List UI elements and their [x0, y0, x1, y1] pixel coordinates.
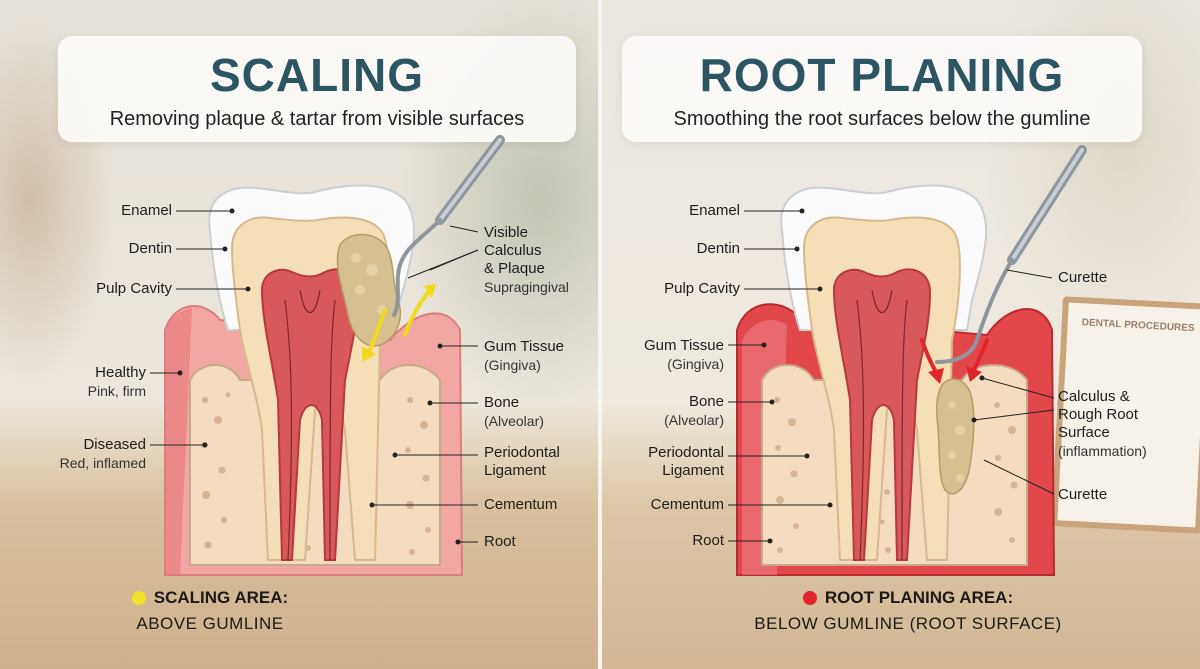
- leader-dots-left: [177, 208, 251, 448]
- root-planing-legend-title: ROOT PLANING AREA:: [824, 588, 1014, 607]
- arrow-head-left: [928, 368, 944, 384]
- pulp-cavity: [832, 268, 932, 561]
- label-gum-tissue-title: Gum Tissue: [643, 337, 724, 354]
- label-healthy-title: Healthy: [95, 364, 146, 381]
- scaling-title: SCALING: [210, 49, 424, 101]
- label-visible-calculus-line3: & Plaque: [484, 260, 545, 277]
- label-healthy-sub: Pink, firm: [87, 383, 146, 399]
- scaling-panel: SCALING Removing plaque & tartar from vi…: [0, 0, 598, 669]
- label-diseased: Diseased Red, inflamed: [30, 436, 146, 472]
- label-diseased-sub: Red, inflamed: [59, 455, 146, 471]
- arrow-head-right: [966, 366, 982, 382]
- label-curette-bottom: Curette: [1058, 486, 1108, 503]
- arrow-head-down: [362, 346, 376, 362]
- label-periodontal-ligament: Periodontal Ligament: [612, 444, 724, 480]
- label-bone-title: Bone: [688, 393, 724, 410]
- root-planing-panel: DENTAL PROCEDURES ROOT PLANING Smoothing…: [602, 0, 1200, 669]
- scaling-legend-head: SCALING AREA:: [131, 588, 289, 608]
- leader-dots-left: [761, 208, 833, 544]
- leader-dots-right: [369, 343, 461, 545]
- root-planing-title: ROOT PLANING: [699, 49, 1065, 101]
- leader-lines-right: [372, 225, 479, 543]
- calculus: [336, 233, 401, 347]
- pulp-nerves: [284, 289, 336, 561]
- label-pulp-cavity: Pulp Cavity: [96, 280, 172, 297]
- label-diseased-title: Diseased: [83, 436, 146, 453]
- label-visible-calculus-line1: Visible: [484, 224, 528, 241]
- red-dot-icon: [802, 591, 817, 605]
- root-planing-legend-head: ROOT PLANING AREA:: [802, 588, 1014, 608]
- label-bone: Bone (Alveolar): [622, 393, 724, 429]
- root-planing-tooth-diagram: [728, 145, 1087, 576]
- label-alveolar: (Alveolar): [664, 412, 724, 428]
- label-enamel: Enamel: [689, 202, 740, 219]
- label-dentin: Dentin: [696, 240, 740, 257]
- label-gum-tissue: Gum Tissue (Gingiva): [484, 338, 564, 374]
- label-root: Root: [484, 533, 516, 550]
- leader-lines-right: [973, 269, 1055, 495]
- label-pulp-cavity: Pulp Cavity: [664, 280, 740, 297]
- curette-instrument: [935, 145, 1087, 364]
- leader-dots-right: [971, 375, 985, 423]
- label-gingiva: (Gingiva): [667, 356, 724, 372]
- label-cementum: Cementum: [484, 496, 558, 513]
- root-planing-arrows: [920, 338, 989, 374]
- label-bone: Bone (Alveolar): [484, 394, 544, 430]
- label-supragingival: Supragingival: [484, 279, 569, 295]
- label-periodontal-line1: Periodontal: [484, 444, 560, 461]
- label-dentin: Dentin: [128, 240, 172, 257]
- scaling-legend: SCALING AREA: ABOVE GUMLINE: [10, 588, 410, 634]
- label-gum-tissue-title: Gum Tissue: [484, 338, 565, 355]
- label-calculus-line3: Surface: [1058, 424, 1110, 441]
- calculus-texture: [948, 401, 965, 482]
- leader-lines-left: [150, 210, 248, 446]
- panel-divider: [598, 0, 602, 669]
- leader-lines-left: [728, 210, 830, 542]
- label-gingiva: (Gingiva): [484, 357, 541, 373]
- label-inflammation: (inflammation): [1058, 443, 1147, 459]
- label-visible-calculus: Visible Calculus & Plaque Supragingival: [484, 224, 569, 296]
- arrow-head-up: [424, 284, 436, 298]
- scaling-tooth-diagram: [150, 135, 505, 576]
- label-calculus-line2: Rough Root: [1058, 406, 1139, 423]
- label-periodontal-line2: Ligament: [662, 462, 724, 479]
- scaling-legend-desc: ABOVE GUMLINE: [136, 614, 284, 633]
- subgingival-calculus: [936, 378, 975, 495]
- calculus-texture: [351, 253, 387, 315]
- label-periodontal-ligament: Periodontal Ligament: [484, 444, 560, 480]
- label-healthy: Healthy Pink, firm: [50, 364, 146, 400]
- pulp-nerves: [856, 289, 908, 561]
- label-root: Root: [692, 532, 724, 549]
- label-periodontal-line2: Ligament: [484, 462, 546, 479]
- label-curette-top: Curette: [1058, 269, 1108, 286]
- label-visible-calculus-line2: Calculus: [484, 242, 542, 259]
- scaler-instrument: [392, 135, 505, 317]
- label-calculus-rough-root: Calculus & Rough Root Surface (inflammat…: [1058, 388, 1147, 460]
- yellow-dot-icon: [131, 591, 146, 605]
- root-planing-legend: ROOT PLANING AREA: BELOW GUMLINE (ROOT S…: [698, 588, 1118, 634]
- scaling-legend-title: SCALING AREA:: [153, 588, 289, 607]
- gum-inflamed-edge: [165, 308, 192, 575]
- label-bone-title: Bone: [484, 394, 520, 411]
- label-cementum: Cementum: [650, 496, 724, 513]
- label-calculus-line1: Calculus &: [1058, 388, 1130, 405]
- root-planing-legend-desc: BELOW GUMLINE (ROOT SURFACE): [754, 614, 1062, 633]
- label-alveolar: (Alveolar): [484, 413, 544, 429]
- scaling-title-box: SCALING Removing plaque & tartar from vi…: [58, 36, 576, 142]
- label-periodontal-line1: Periodontal: [648, 444, 724, 461]
- scaling-subtitle: Removing plaque & tartar from visible su…: [109, 108, 525, 130]
- root-planing-title-box: ROOT PLANING Smoothing the root surfaces…: [622, 36, 1142, 142]
- label-gum-tissue: Gum Tissue (Gingiva): [612, 337, 724, 373]
- label-enamel: Enamel: [121, 202, 172, 219]
- root-planing-subtitle: Smoothing the root surfaces below the gu…: [673, 108, 1091, 130]
